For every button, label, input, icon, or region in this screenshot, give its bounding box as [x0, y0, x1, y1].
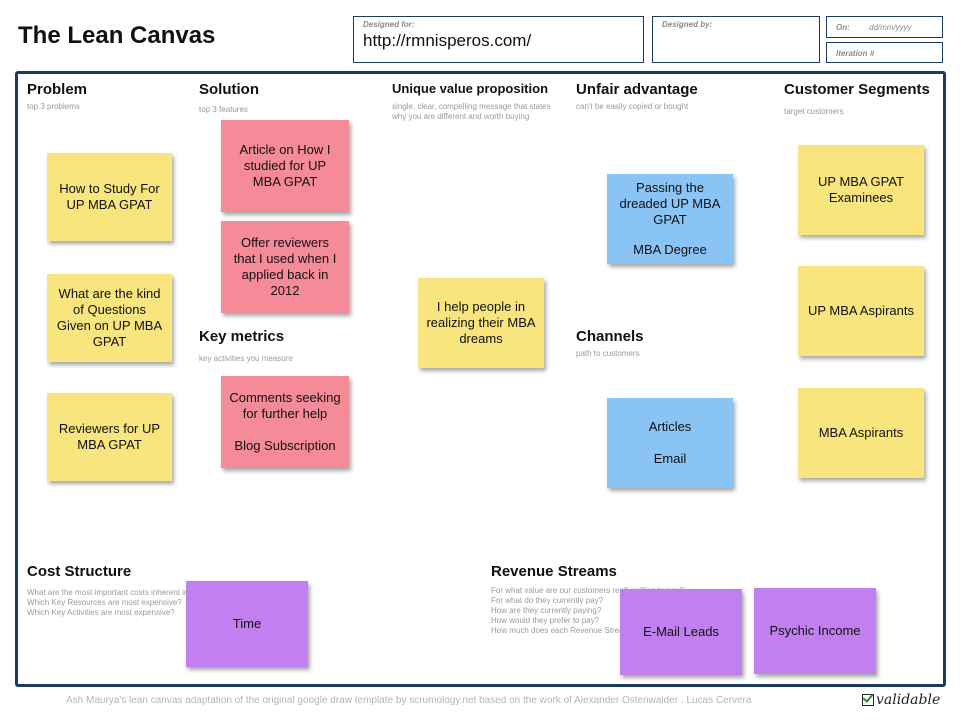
sticky-note-text: What are the kind of Questions Given on …	[56, 286, 163, 349]
key-metrics-subtitle: key activities you measure	[199, 354, 293, 363]
sticky-note-text: UP MBA Aspirants	[808, 303, 914, 318]
sticky-note-text: MBA Degree	[633, 242, 707, 257]
sticky-note-text: Blog Subscription	[234, 438, 336, 453]
designed-for-value: http://rmnisperos.com/	[363, 31, 532, 50]
sticky-note-text: Email	[653, 451, 687, 466]
sticky-note-text: UP MBA GPAT Examinees	[818, 174, 904, 205]
sticky-note-uvp-1[interactable]: I help people in realizing their MBA dre…	[418, 278, 544, 368]
date-placeholder: dd/mm/yyyy	[869, 23, 912, 32]
sticky-note-text: Article on How I studied for UP MBA GPAT	[239, 142, 331, 189]
sticky-note-metrics-1[interactable]: Comments seeking for further help Blog S…	[221, 376, 349, 468]
solution-title: Solution	[199, 81, 259, 98]
sticky-note-cost-1[interactable]: Time	[186, 581, 308, 667]
sticky-note-problem-1[interactable]: How to Study For UP MBA GPAT	[47, 153, 172, 241]
sticky-note-channels-1[interactable]: Articles Email	[607, 398, 733, 488]
sticky-note-revenue-1[interactable]: E-Mail Leads	[620, 589, 742, 675]
sticky-note-solution-1[interactable]: Article on How I studied for UP MBA GPAT	[221, 120, 349, 212]
footer-credit: Ash Maurya's lean canvas adaptation of t…	[66, 695, 752, 706]
sticky-note-unfair-1[interactable]: Passing the dreaded UP MBA GPAT MBA Degr…	[607, 174, 733, 264]
date-field[interactable]: On: dd/mm/yyyy	[826, 16, 943, 38]
revenue-subtitle-line: How much does each Revenue Stream contri…	[491, 626, 672, 635]
sticky-note-revenue-2[interactable]: Psychic Income	[754, 588, 876, 674]
uvp-subtitle: single, clear, compelling message that s…	[392, 102, 551, 122]
sticky-note-text: Offer reviewers that I used when I appli…	[233, 235, 337, 298]
revenue-subtitle-line: For what do they currently pay?	[491, 596, 604, 605]
cost-subtitle-line: Which Key Resources are most expensive?	[27, 598, 182, 607]
revenue-subtitle-line: How are they currently paying?	[491, 606, 602, 615]
page-title: The Lean Canvas	[18, 22, 216, 49]
revenue-subtitle-line: For what value are our customers really …	[491, 586, 684, 595]
sticky-note-text: Psychic Income	[769, 623, 861, 638]
sticky-note-text: E-Mail Leads	[643, 624, 719, 639]
date-label: On:	[836, 23, 850, 32]
sticky-note-segment-2[interactable]: UP MBA Aspirants	[798, 266, 924, 356]
unfair-advantage-subtitle: can't be easily copied or bought	[576, 102, 689, 111]
designed-by-field[interactable]: Designed by:	[652, 16, 820, 63]
sticky-note-text: Articles	[648, 419, 692, 434]
revenue-streams-title: Revenue Streams	[491, 563, 617, 580]
uvp-title: Unique value proposition	[392, 81, 549, 96]
designed-for-field[interactable]: Designed for: http://rmnisperos.com/	[353, 16, 644, 63]
sticky-note-text: Passing the dreaded UP MBA GPAT	[619, 180, 721, 227]
channels-title: Channels	[576, 328, 644, 345]
sticky-note-text: How to Study For UP MBA GPAT	[59, 181, 160, 212]
sticky-note-problem-2[interactable]: What are the kind of Questions Given on …	[47, 274, 172, 362]
sticky-note-text: Reviewers for UP MBA GPAT	[58, 421, 161, 452]
sticky-note-solution-2[interactable]: Offer reviewers that I used when I appli…	[221, 221, 349, 313]
revenue-streams-subtitle: For what value are our customers really …	[491, 586, 684, 636]
revenue-subtitle-line: How would they prefer to pay?	[491, 616, 600, 625]
sticky-note-segment-1[interactable]: UP MBA GPAT Examinees	[798, 145, 924, 235]
sticky-note-text: Time	[232, 616, 262, 631]
iteration-field[interactable]: Iteration #	[826, 42, 943, 63]
problem-subtitle: top 3 problems	[27, 102, 80, 111]
customer-segments-subtitle: target customers	[784, 107, 844, 116]
validable-wordmark: validable	[876, 692, 941, 708]
solution-subtitle: top 3 features	[199, 105, 248, 114]
key-metrics-title: Key metrics	[199, 328, 285, 345]
unfair-advantage-title: Unfair advantage	[576, 81, 698, 98]
customer-segments-title: Customer Segments	[784, 81, 930, 98]
channels-subtitle: path to customers	[576, 349, 640, 358]
uvp-subtitle-line: why you are different and worth buying	[392, 112, 530, 121]
designed-for-label: Designed for:	[363, 20, 415, 29]
cost-structure-title: Cost Structure	[27, 563, 132, 580]
sticky-note-text: Comments seeking for further help	[229, 390, 341, 421]
problem-title: Problem	[27, 81, 88, 98]
checkbox-icon	[862, 694, 874, 706]
sticky-note-text: MBA Aspirants	[818, 425, 904, 440]
sticky-note-text: I help people in realizing their MBA dre…	[426, 299, 536, 346]
sticky-note-problem-3[interactable]: Reviewers for UP MBA GPAT	[47, 393, 172, 481]
designed-by-label: Designed by:	[662, 20, 713, 29]
lean-canvas-board: Problem top 3 problems Solution top 3 fe…	[15, 71, 946, 687]
sticky-note-segment-3[interactable]: MBA Aspirants	[798, 388, 924, 478]
validable-logo: validable	[862, 692, 940, 708]
cost-structure-subtitle: What are the most important costs inhere…	[27, 588, 188, 618]
cost-subtitle-line: What are the most important costs inhere…	[27, 588, 189, 597]
cost-subtitle-line: Which Key Activities are most expensive?	[27, 608, 175, 617]
iteration-label: Iteration #	[836, 49, 875, 58]
uvp-subtitle-line: single, clear, compelling message that s…	[392, 102, 551, 111]
